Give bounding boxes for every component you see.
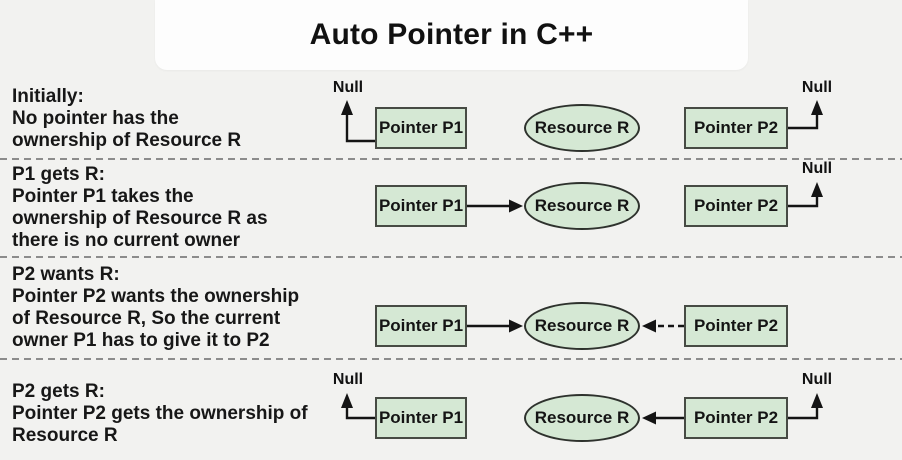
row1-pointer-p1-box: Pointer P1 (375, 107, 467, 149)
row3-arrow-p1-to-resource-icon (467, 319, 523, 333)
row3-resource-ellipse: Resource R (524, 302, 640, 350)
row1-null-label-right: Null (801, 79, 833, 96)
row3-description: P2 wants R: Pointer P2 wants the ownersh… (12, 264, 300, 351)
row1-arrow-p2-to-null-icon (788, 100, 823, 130)
row4-arrow-p1-to-null-icon (341, 393, 375, 420)
row1-arrow-p1-to-null-icon (341, 100, 375, 143)
page-title: Auto Pointer in C++ (309, 18, 594, 51)
row2-arrow-p1-to-resource-icon (467, 199, 523, 213)
row4-null-label-right: Null (801, 371, 833, 388)
row4-null-label-left: Null (332, 371, 364, 388)
row4-pointer-p1-box: Pointer P1 (375, 397, 467, 439)
row2-description: P1 gets R: Pointer P1 takes the ownershi… (12, 164, 268, 251)
row1-pointer-p2-box: Pointer P2 (684, 107, 788, 149)
title-card: Auto Pointer in C++ (155, 0, 748, 70)
row3-dashed-arrow-p2-to-resource-icon (642, 319, 684, 333)
row2-arrow-p2-to-null-icon (788, 182, 823, 208)
row2-resource-ellipse: Resource R (524, 182, 640, 230)
row1-description: Initially: No pointer has the ownership … (12, 86, 242, 151)
row4-description: P2 gets R: Pointer P2 gets the ownership… (12, 381, 308, 446)
row2-pointer-p2-box: Pointer P2 (684, 185, 788, 227)
row4-arrow-p2-to-resource-icon (642, 411, 684, 425)
row1-null-label-left: Null (332, 79, 364, 96)
row2-pointer-p1-box: Pointer P1 (375, 185, 467, 227)
row3-pointer-p2-box: Pointer P2 (684, 305, 788, 347)
row2-null-label-right: Null (801, 160, 833, 177)
row4-arrow-p2-to-null-icon (788, 393, 823, 420)
row1-resource-ellipse: Resource R (524, 104, 640, 152)
row4-pointer-p2-box: Pointer P2 (684, 397, 788, 439)
row4-resource-ellipse: Resource R (524, 394, 640, 442)
row3-pointer-p1-box: Pointer P1 (375, 305, 467, 347)
